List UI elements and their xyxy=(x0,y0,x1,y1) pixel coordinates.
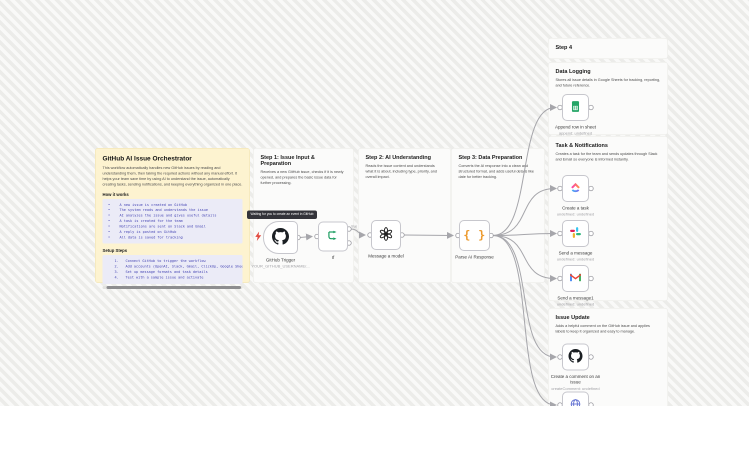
node-label: Send a message1 xyxy=(557,295,594,301)
note-main-setup-title: Setup Steps xyxy=(102,248,128,254)
node-label: Append row in sheet xyxy=(554,124,597,130)
gmail-icon xyxy=(569,271,582,287)
note-step2-body: Reads the issue content and understands … xyxy=(365,163,437,179)
node-parse-ai-response[interactable]: { } Parse AI Response xyxy=(430,220,520,260)
bullet-glyph: • xyxy=(107,213,111,218)
connections-layer xyxy=(295,104,594,406)
bullet-glyph: • xyxy=(107,224,111,229)
bullet-glyph: • xyxy=(107,208,111,213)
bullet-glyph: • xyxy=(107,229,111,234)
note-issue-update-body: Adds a helpful comment on the GitHub iss… xyxy=(555,323,650,334)
github-icon xyxy=(272,227,289,248)
setup-item: Connect GitHub to trigger the workflow xyxy=(125,259,206,264)
setup-steps-list: 1. Connect GitHub to trigger the workflow… xyxy=(102,255,243,284)
node-subtitle: YOUR_GITHUB_USERNAME/... xyxy=(251,264,310,269)
workflow-canvas[interactable]: GitHub AI Issue Orchestrator This workfl… xyxy=(0,0,749,406)
if-branch-icon xyxy=(326,228,340,245)
node-http-request[interactable] xyxy=(531,391,621,406)
how-it-works-list: • A new issue is created on GitHub • The s… xyxy=(102,198,243,244)
node-label: Create a comment on an issue xyxy=(550,374,601,385)
note-task-notifications-title: Task & Notifications xyxy=(555,142,608,149)
lightning-bolt-icon xyxy=(255,231,263,244)
sticky-note-step4[interactable]: Step 4 xyxy=(548,38,668,59)
node-send-a-message1-gmail[interactable]: Send a message1 undefined: undefined xyxy=(531,265,621,307)
how-item: The system reads and understands the iss… xyxy=(119,208,209,213)
setup-item: Test with a sample issue and activate xyxy=(125,275,204,280)
note-task-notifications-body: Creates a task for the team and sends up… xyxy=(555,151,658,162)
node-label: Parse AI Response xyxy=(455,254,494,260)
if-output-true-label: true xyxy=(351,225,358,229)
note-step1-title: Step 1: Issue Input & Preparation xyxy=(260,154,315,167)
setup-item: Set up message formats and task details xyxy=(125,270,208,275)
node-label: GitHub Trigger xyxy=(265,257,296,263)
note-step1-body: Receives a new GitHub issue, checks if i… xyxy=(260,169,344,185)
node-append-row-in-sheet[interactable]: Append row in sheet append: undefined xyxy=(531,94,621,136)
note-data-logging-title: Data Logging xyxy=(555,68,591,75)
bullet-glyph: • xyxy=(107,202,111,207)
note-step4-title: Step 4 xyxy=(555,44,573,51)
step-number: 4. xyxy=(114,275,119,280)
node-subtitle: createComment: undefined xyxy=(551,386,600,391)
sticky-note-step3[interactable]: Step 3: Data Preparation Converts the AI… xyxy=(451,148,545,283)
node-if[interactable]: If xyxy=(288,221,378,261)
google-sheets-icon xyxy=(569,100,582,116)
code-braces-icon: { } xyxy=(463,229,486,242)
slack-icon xyxy=(569,226,582,242)
sticky-note-main[interactable]: GitHub AI Issue Orchestrator This workfl… xyxy=(95,148,250,289)
note-step3-body: Converts the AI response into a clean an… xyxy=(458,163,534,179)
node-label: Message a model xyxy=(368,253,404,259)
how-item: A reply is posted on GitHub xyxy=(119,229,177,234)
step-number: 2. xyxy=(114,264,119,269)
scrollbar-thumb[interactable] xyxy=(106,285,242,289)
node-subtitle: undefined: undefined xyxy=(556,257,595,262)
node-label: Send a message xyxy=(558,250,593,256)
how-item: A new issue is created on GitHub xyxy=(119,202,187,207)
connection-wires xyxy=(299,104,557,406)
how-item: A task is created for the team xyxy=(119,219,183,224)
github-icon xyxy=(568,348,583,366)
note-main-description: This workflow automatically handles new … xyxy=(102,165,243,187)
note-data-logging-body: Stores all issue details in Google Sheet… xyxy=(555,77,661,88)
note-main-how-title: How it works xyxy=(102,191,129,197)
bullet-glyph: • xyxy=(107,219,111,224)
node-subtitle: append: undefined xyxy=(558,131,593,136)
note-main-title: GitHub AI Issue Orchestrator xyxy=(102,154,192,163)
node-create-comment-on-issue[interactable]: Create a comment on an issue createComme… xyxy=(531,343,621,391)
globe-icon xyxy=(569,397,582,406)
openai-icon xyxy=(378,226,394,245)
sticky-note-step2[interactable]: Step 2: AI Understanding Reads the issue… xyxy=(358,148,451,283)
note-issue-update-title: Issue Update xyxy=(555,314,590,321)
node-github-trigger[interactable]: GitHub Trigger YOUR_GITHUB_USERNAME/... xyxy=(236,221,326,269)
setup-item: Add accounts (OpenAI, Slack, Gmail, Clic… xyxy=(125,264,243,269)
how-item: Notifications are sent on Slack and Emai… xyxy=(119,224,206,229)
node-label: If xyxy=(331,255,335,260)
how-item: All data is saved for tracking xyxy=(119,235,183,240)
node-message-a-model[interactable]: Message a model xyxy=(341,220,431,259)
trigger-tooltip: Waiting for you to create an event in Gi… xyxy=(247,210,317,219)
step-number: 3. xyxy=(114,270,119,275)
node-label: Create a task xyxy=(562,205,589,211)
clickup-icon xyxy=(569,181,582,197)
how-item: AI analyzes the issue and gives useful d… xyxy=(119,213,217,218)
note-step3-title: Step 3: Data Preparation xyxy=(458,154,523,161)
bullet-glyph: • xyxy=(107,235,111,240)
node-send-a-message-slack[interactable]: Send a message undefined: undefined xyxy=(531,220,621,262)
node-subtitle: undefined: undefined xyxy=(556,302,595,307)
node-create-a-task[interactable]: Create a task undefined: undefined xyxy=(531,175,621,217)
node-subtitle: undefined: undefined xyxy=(556,212,595,217)
note-step2-title: Step 2: AI Understanding xyxy=(365,154,432,161)
horizontal-scrollbar[interactable] xyxy=(102,285,243,289)
step-number: 1. xyxy=(114,259,119,264)
